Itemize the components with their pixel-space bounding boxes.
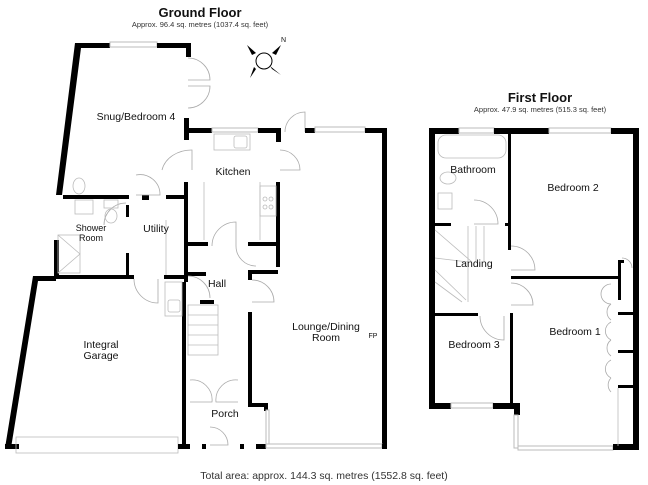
- north-label: N: [281, 37, 286, 44]
- room-label-garage-1: Integral: [83, 339, 118, 351]
- first-floor-plan: [429, 127, 639, 451]
- room-label-bedroom1: Bedroom 1: [549, 326, 601, 338]
- snug-window: [109, 41, 158, 48]
- room-label-kitchen: Kitchen: [215, 166, 250, 178]
- room-label-utility: Utility: [143, 223, 169, 235]
- room-label-lounge-1: Lounge/Dining: [292, 321, 360, 333]
- stairs-ground: [187, 304, 219, 356]
- fireplace-label: FP: [369, 333, 378, 340]
- room-label-lounge-2: Room: [312, 332, 340, 344]
- room-label-porch: Porch: [211, 408, 239, 420]
- stairs-first: [434, 226, 485, 303]
- garage-wall-left: [5, 276, 56, 448]
- total-area: Total area: approx. 144.3 sq. metres (15…: [200, 470, 447, 482]
- room-label-bedroom2: Bedroom 2: [547, 182, 599, 194]
- room-label-hall: Hall: [208, 278, 226, 290]
- room-label-shower-2: Room: [79, 233, 103, 243]
- room-label-bedroom3: Bedroom 3: [448, 339, 500, 351]
- first-floor-title: First Floor: [508, 90, 572, 105]
- room-label-snug: Snug/Bedroom 4: [97, 111, 176, 123]
- ground-floor-title: Ground Floor: [158, 5, 241, 20]
- first-floor-area: Approx. 47.9 sq. metres (515.3 sq. feet): [474, 105, 607, 114]
- room-label-shower-1: Shower: [76, 223, 107, 233]
- ground-floor-area: Approx. 96.4 sq. metres (1037.4 sq. feet…: [132, 20, 269, 29]
- ground-floor-plan: [5, 41, 387, 454]
- snug-wall-left: [56, 43, 110, 195]
- room-label-landing: Landing: [455, 258, 493, 270]
- room-label-bathroom: Bathroom: [450, 164, 496, 176]
- compass-icon: N: [247, 37, 286, 78]
- room-label-garage-2: Garage: [83, 350, 118, 362]
